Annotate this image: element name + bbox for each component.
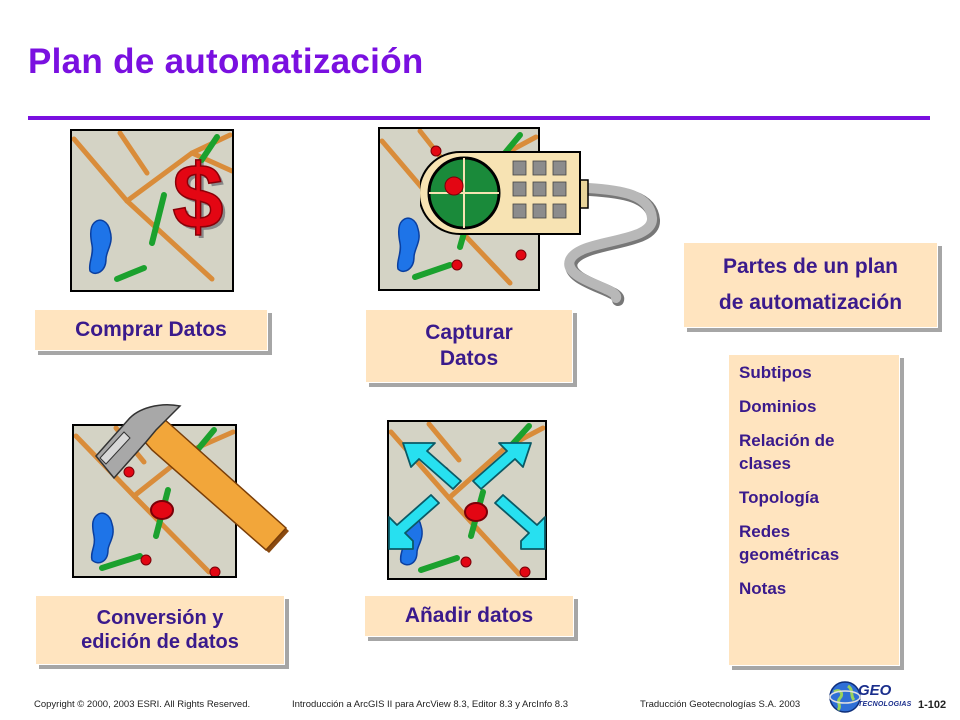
geo-logo: GEO TECNOLOGIAS xyxy=(828,680,911,714)
list-item: Subtipos xyxy=(739,361,889,384)
list-item: Relación de clases xyxy=(739,429,889,475)
buy-data-label: Comprar Datos xyxy=(34,309,268,351)
convert-label-line2: edición de datos xyxy=(81,631,239,653)
lake-shape xyxy=(88,219,112,275)
gps-device-icon xyxy=(420,151,660,306)
parts-list: Subtipos Dominios Relación de clases Top… xyxy=(728,354,900,666)
convert-data-label: Conversión y edición de datos xyxy=(35,595,285,665)
list-item-text: Topología xyxy=(739,488,819,507)
list-item-text: clases xyxy=(739,454,791,473)
lake-shape xyxy=(90,512,114,564)
footer-copyright: Copyright © 2000, 2003 ESRI. All Rights … xyxy=(34,699,251,710)
page-number: 1-102 xyxy=(918,699,947,711)
svg-text:$: $ xyxy=(175,149,226,250)
hammer-icon xyxy=(95,404,289,553)
parts-heading: Partes de un plan de automatización xyxy=(683,242,938,328)
capture-label-line1: Capturar xyxy=(425,321,513,345)
capture-label-line2: Datos xyxy=(439,347,499,370)
footer-course: Introducción a ArcGIS II para ArcView 8.… xyxy=(292,699,568,710)
list-item-text: Notas xyxy=(739,579,787,598)
list-item: Topología xyxy=(739,486,889,509)
title-divider xyxy=(28,116,930,120)
list-item: Dominios xyxy=(739,395,889,418)
parts-heading-line1: Partes de un plan xyxy=(722,255,899,279)
slide-title: Plan de automatización xyxy=(28,42,424,81)
add-data-label: Añadir datos xyxy=(364,595,574,637)
merge-arrows-icon xyxy=(388,442,546,550)
list-item-text: geométricas xyxy=(739,545,840,564)
logo-word: GEO xyxy=(858,682,892,699)
footer-translation: Traducción Geotecnologías S.A. 2003 xyxy=(640,699,801,710)
lake-shape xyxy=(396,217,420,273)
list-item-text: Dominios xyxy=(739,397,817,416)
convert-label-line1: Conversión y xyxy=(96,606,224,629)
capture-data-label: Capturar Datos xyxy=(365,309,573,383)
list-item-text: Redes xyxy=(739,522,791,541)
list-item: Redes geométricas xyxy=(739,520,889,566)
logo-sub: TECNOLOGIAS xyxy=(858,701,912,708)
list-item-text: Relación de xyxy=(739,431,835,450)
dollar-icon: $ $ xyxy=(172,145,227,250)
svg-text:$: $ xyxy=(172,146,223,248)
geo-globe-icon xyxy=(829,681,861,713)
list-item-text: Subtipos xyxy=(739,363,812,382)
parts-heading-line2: de automatización xyxy=(718,291,903,314)
list-item: Notas xyxy=(739,577,889,600)
buy-data-map xyxy=(70,129,234,292)
